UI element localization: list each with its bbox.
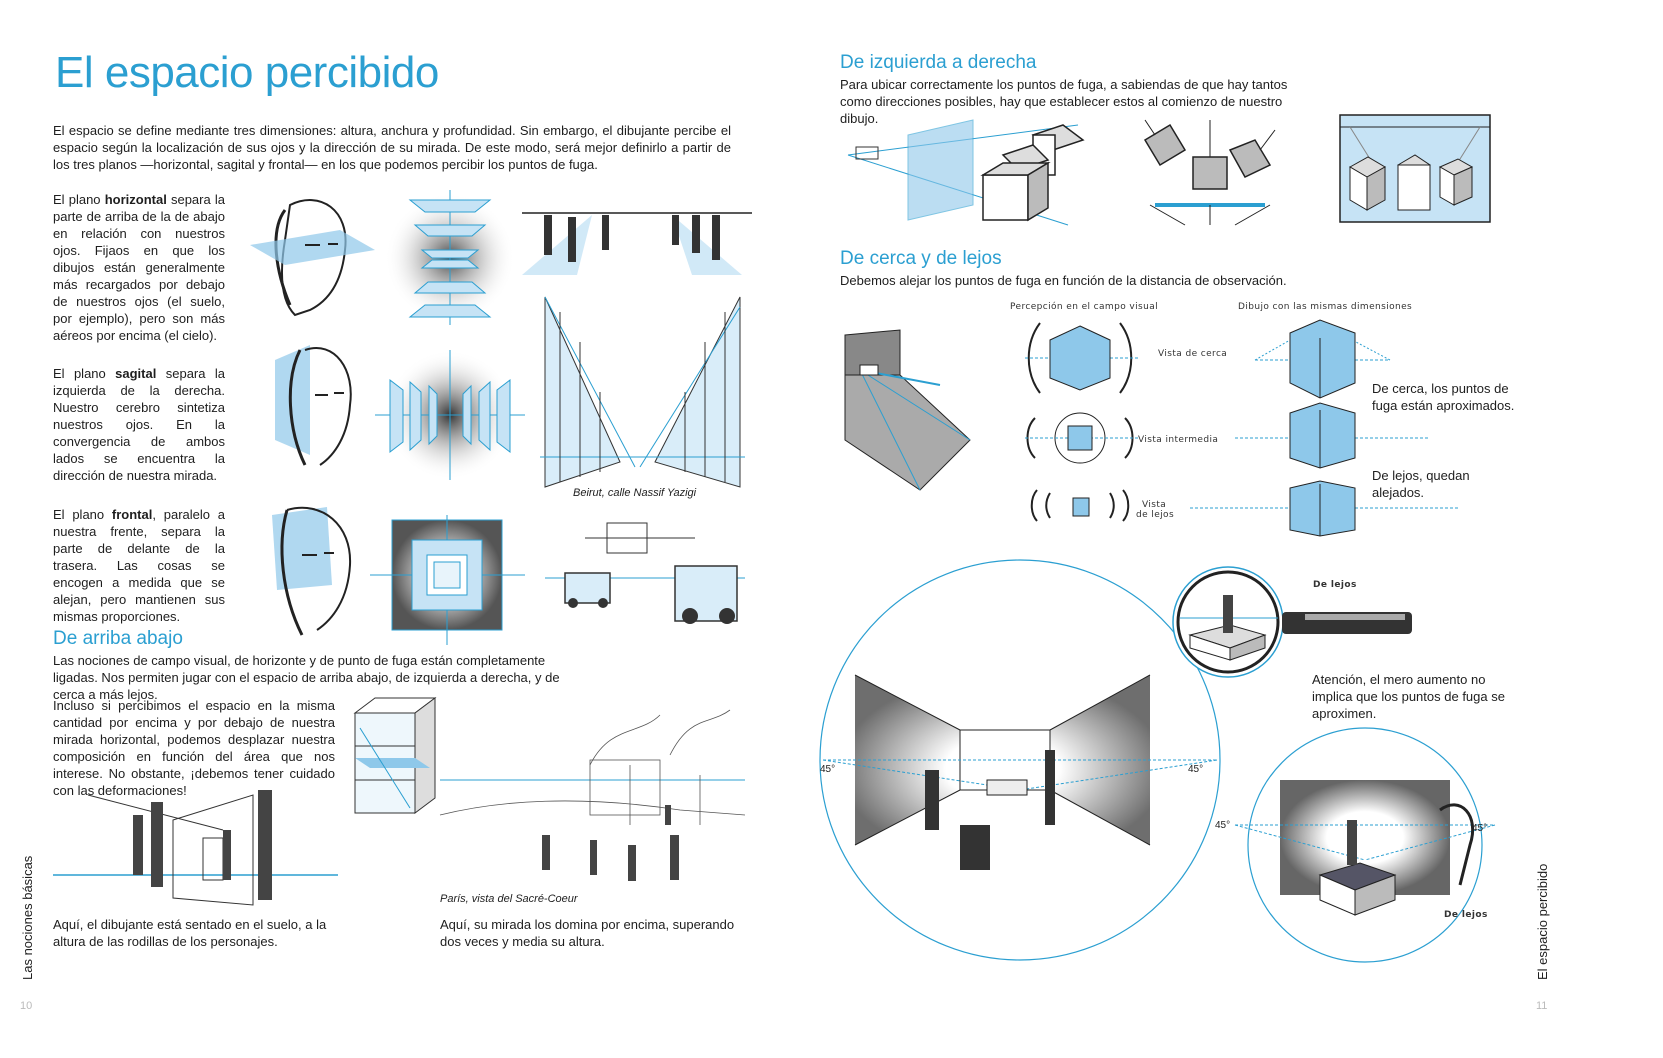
arriba-abajo-text: Las nociones de campo visual, de horizon… [53,653,560,702]
horizontal-post: separa la parte de arriba de la de abajo… [53,192,226,343]
arriba-abajo-text2: Incluso si percibimos el espacio en la m… [53,698,335,798]
three-cubes-perspective [1339,114,1491,223]
sagital-paragraph: El plano sagital separa la izquierda de … [53,365,225,484]
horizontal-paragraph: El plano horizontal separa la parte de a… [53,191,225,344]
people-street-sketch [522,212,752,275]
same-dimensions-cubes-diagram [1190,319,1460,537]
label-de-lejos-1: De lejos [1313,580,1357,590]
angle-label-small-left: 45° [1215,820,1231,831]
angle-label-left: 45° [820,764,836,775]
label-de-lejos-2: De lejos [1444,910,1488,920]
angle-label-small-right: 45° [1472,823,1488,834]
side-label-left: Las nociones básicas [20,855,35,980]
eye-cubes-diagram [847,119,1085,226]
stairs-diagram [844,329,971,491]
note-lejos: De lejos, quedan alejados. [1372,468,1470,500]
heading-arriba-abajo: De arriba abajo [53,628,183,649]
seated-viewpoint-sketch [53,790,338,906]
note-cerca: De cerca, los puntos de fuga están aprox… [1372,381,1515,413]
head-horizontal-illustration [250,199,375,317]
page-title: El espacio percibido [55,48,439,97]
sagital-term: sagital [115,366,157,381]
label-vista-lejos-1: Vista [1142,500,1167,510]
magnifier-illustration [1172,566,1412,678]
cerca-lejos-text: Debemos alejar los puntos de fuga en fun… [840,273,1287,288]
cars-street-sketch [545,522,745,624]
sagital-planes-diagram [375,350,525,480]
label-percepcion: Percepción en el campo visual [1010,302,1159,312]
building-section-diagram [353,697,437,814]
horizontal-term: horizontal [104,192,167,207]
head-frontal-illustration [272,506,352,636]
small-circle-scene [1234,727,1496,963]
horizontal-pre: El plano [53,192,105,207]
angle-label-right: 45° [1188,764,1204,775]
sagital-pre: El plano [53,366,116,381]
note-atencion: Atención, el mero aumento no implica que… [1312,672,1505,721]
caption-sentado: Aquí, el dibujante está sentado en el su… [53,917,327,949]
field-of-view-circle-scene [819,559,1221,961]
label-vista-intermedia: Vista intermedia [1138,435,1219,445]
heading-cerca-lejos: De cerca y de lejos [840,248,1002,269]
label-vista-lejos-2: de lejos [1136,510,1175,520]
frontal-pre: El plano [53,507,112,522]
horizontal-planes-diagram [385,190,515,325]
izquierda-derecha-text: Para ubicar correctamente los puntos de … [840,77,1288,126]
side-label-right: El espacio percibido [1535,863,1550,980]
page-number-right: 11 [1536,1000,1548,1012]
intro-paragraph: El espacio se define mediante tres dimen… [53,123,731,172]
page-number-left: 10 [20,1000,33,1012]
beirut-street-sketch [540,296,745,488]
heading-izquierda-derecha: De izquierda a derecha [840,52,1037,73]
label-vista-cerca: Vista de cerca [1158,349,1228,359]
caption-domina: Aquí, su mirada los domina por encima, s… [440,917,735,949]
frontal-planes-diagram [370,515,525,645]
directions-squares-diagram [1143,119,1276,226]
head-sagital-illustration [275,345,352,466]
frontal-paragraph: El plano frontal, paralelo a nuestra fre… [53,506,225,625]
sagital-post: separa la izquierda de la derecha. Nuest… [53,366,225,483]
perception-views-diagram [1025,322,1140,522]
paris-sacre-coeur-sketch [439,709,746,881]
frontal-term: frontal [111,507,153,522]
label-dibujo: Dibujo con las mismas dimensiones [1238,302,1413,312]
frontal-post: , paralelo a nuestra frente, separa la p… [53,507,225,624]
caption-beirut: Beirut, calle Nassif Yazigi [573,487,697,499]
caption-paris: París, vista del Sacré-Coeur [440,893,578,905]
